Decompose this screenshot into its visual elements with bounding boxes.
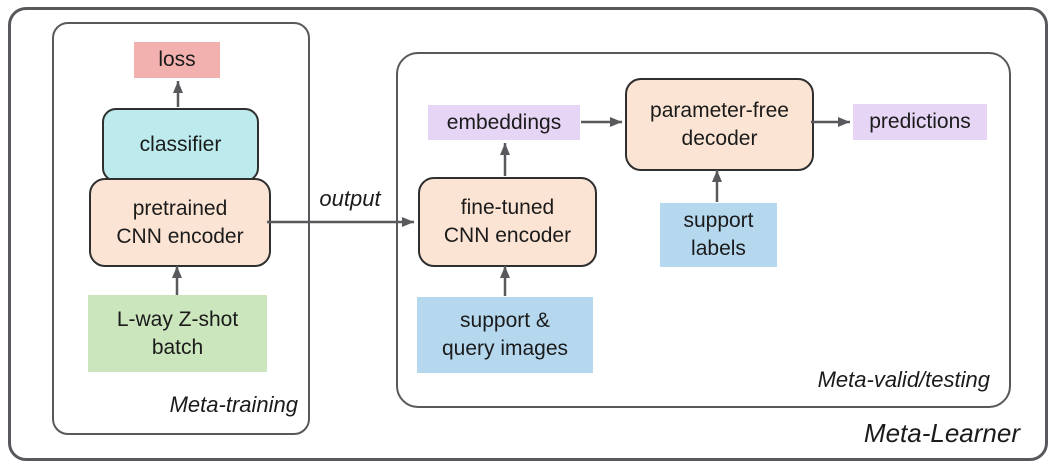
node-loss: loss [134,42,220,78]
output-edge-label: output [319,186,381,211]
meta-valid-testing-frame [396,52,1011,408]
meta-learner-title: Meta-Learner [863,418,1020,448]
node-support-labels: support labels [660,203,777,267]
node-fine-tuned-cnn-encoder: fine-tuned CNN encoder [418,177,597,267]
node-support-query-images: support & query images [417,297,593,373]
node-predictions: predictions [853,104,987,140]
node-embeddings: embeddings [428,105,580,140]
meta-training-frame [52,22,310,435]
node-parameter-free-decoder: parameter-free decoder [625,78,814,171]
node-classifier: classifier [102,108,259,182]
node-pretrained-cnn-encoder: pretrained CNN encoder [89,178,271,267]
meta-learner-frame [8,7,1048,461]
node-lway-zshot-batch: L-way Z-shot batch [88,295,267,372]
meta-valid-testing-label: Meta-valid/testing [817,367,990,392]
meta-training-label: Meta-training [169,392,298,417]
